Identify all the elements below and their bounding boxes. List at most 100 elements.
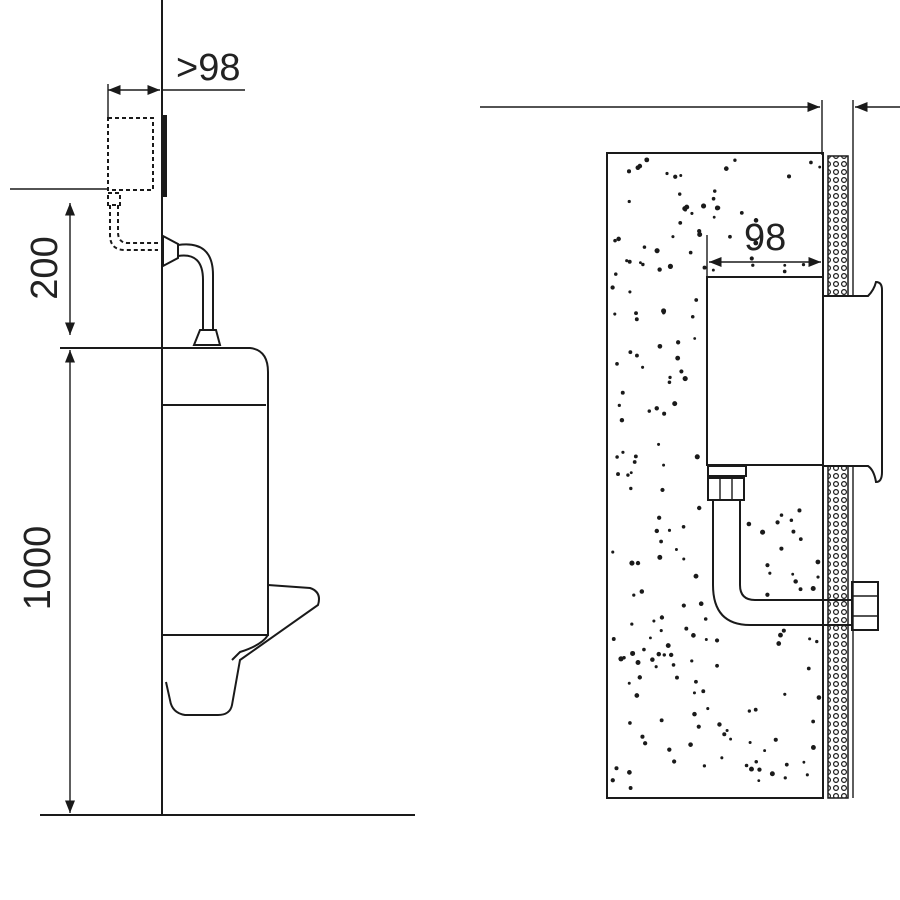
cover-plate [162,115,167,197]
speckle [614,272,618,276]
speckle [791,529,796,534]
speckle [654,248,660,254]
box-depth-dimension: 98 [706,217,821,277]
speckle [675,675,679,680]
speckle [659,615,665,620]
speckle [613,238,617,243]
speckle [620,390,625,395]
speckle [694,298,699,302]
speckle [657,515,662,520]
speckle [648,636,652,640]
speckle [783,692,787,696]
speckle [793,579,798,584]
speckle [778,632,783,638]
speckle [678,192,682,196]
speckle [757,779,761,783]
speckle [671,663,676,667]
speckle [630,650,636,656]
speckle [622,656,626,660]
speckle [611,637,616,641]
speckle [688,250,693,255]
speckle [629,471,633,475]
speckle [696,724,701,729]
speckle [716,205,721,210]
speckle [611,550,615,554]
speckle [748,740,752,745]
speckle [711,268,715,272]
urinal-body [60,347,320,716]
speckle [681,524,686,529]
speckle [688,742,693,747]
speckle [619,417,625,423]
depth-label: >98 [176,47,240,89]
speckle [798,587,803,592]
speckle [657,267,662,272]
speckle [783,263,787,267]
speckle [713,189,717,193]
speckle [690,659,694,663]
speckle [765,563,770,568]
speckle [660,487,665,493]
speckle [628,721,632,725]
speckle [723,166,729,171]
speckle [782,269,787,274]
box-depth-label: 98 [744,217,786,259]
section-view-wall: 98 [480,100,900,799]
speckle [693,573,699,579]
speckle [667,380,672,385]
speckle [747,709,752,713]
speckle [641,262,645,267]
speckle [642,647,646,652]
speckle [627,770,632,775]
speckle [662,310,666,314]
speckle [674,547,678,551]
concealed-valve-box [107,117,154,191]
speckle [634,693,640,698]
side-view-urinal: >98 200 100 [10,0,415,816]
speckle [779,546,784,551]
speckle [644,157,650,163]
speckle [693,337,697,340]
urinal-height-dimension: 1000 [17,350,76,813]
speckle [626,169,632,174]
speckle [614,766,619,771]
speckle [810,745,816,750]
speckle [634,311,638,316]
speckle [654,528,659,534]
speckle [681,603,686,608]
speckle [662,411,667,416]
speckle [647,409,652,413]
speckle [659,629,663,633]
speckle [720,756,724,760]
speckle [816,575,820,579]
speckle [753,218,759,223]
speckle [618,656,624,662]
speckle [810,585,816,592]
concealed-pipe [109,205,158,251]
speckle [628,350,633,355]
speckle [613,312,617,316]
speckle [815,639,819,644]
speckle [675,340,681,345]
speckle [789,518,794,522]
speckle [711,196,716,201]
speckle [696,505,702,511]
speckle [729,737,733,741]
supply-pipe [707,465,879,631]
speckle [753,240,759,246]
speckle [682,557,686,561]
speckle [692,711,697,717]
speckle [616,236,621,242]
speckle [678,220,683,225]
speckle [805,773,809,777]
speckle [703,617,708,621]
speckle [728,234,732,239]
flush-height-label: 200 [24,236,66,299]
speckle [808,637,812,641]
flush-height-dimension: 200 [24,203,76,335]
speckle [621,450,625,454]
speckle [629,560,635,566]
speckle [637,675,642,680]
speckle [610,778,615,783]
speckle [754,759,759,764]
